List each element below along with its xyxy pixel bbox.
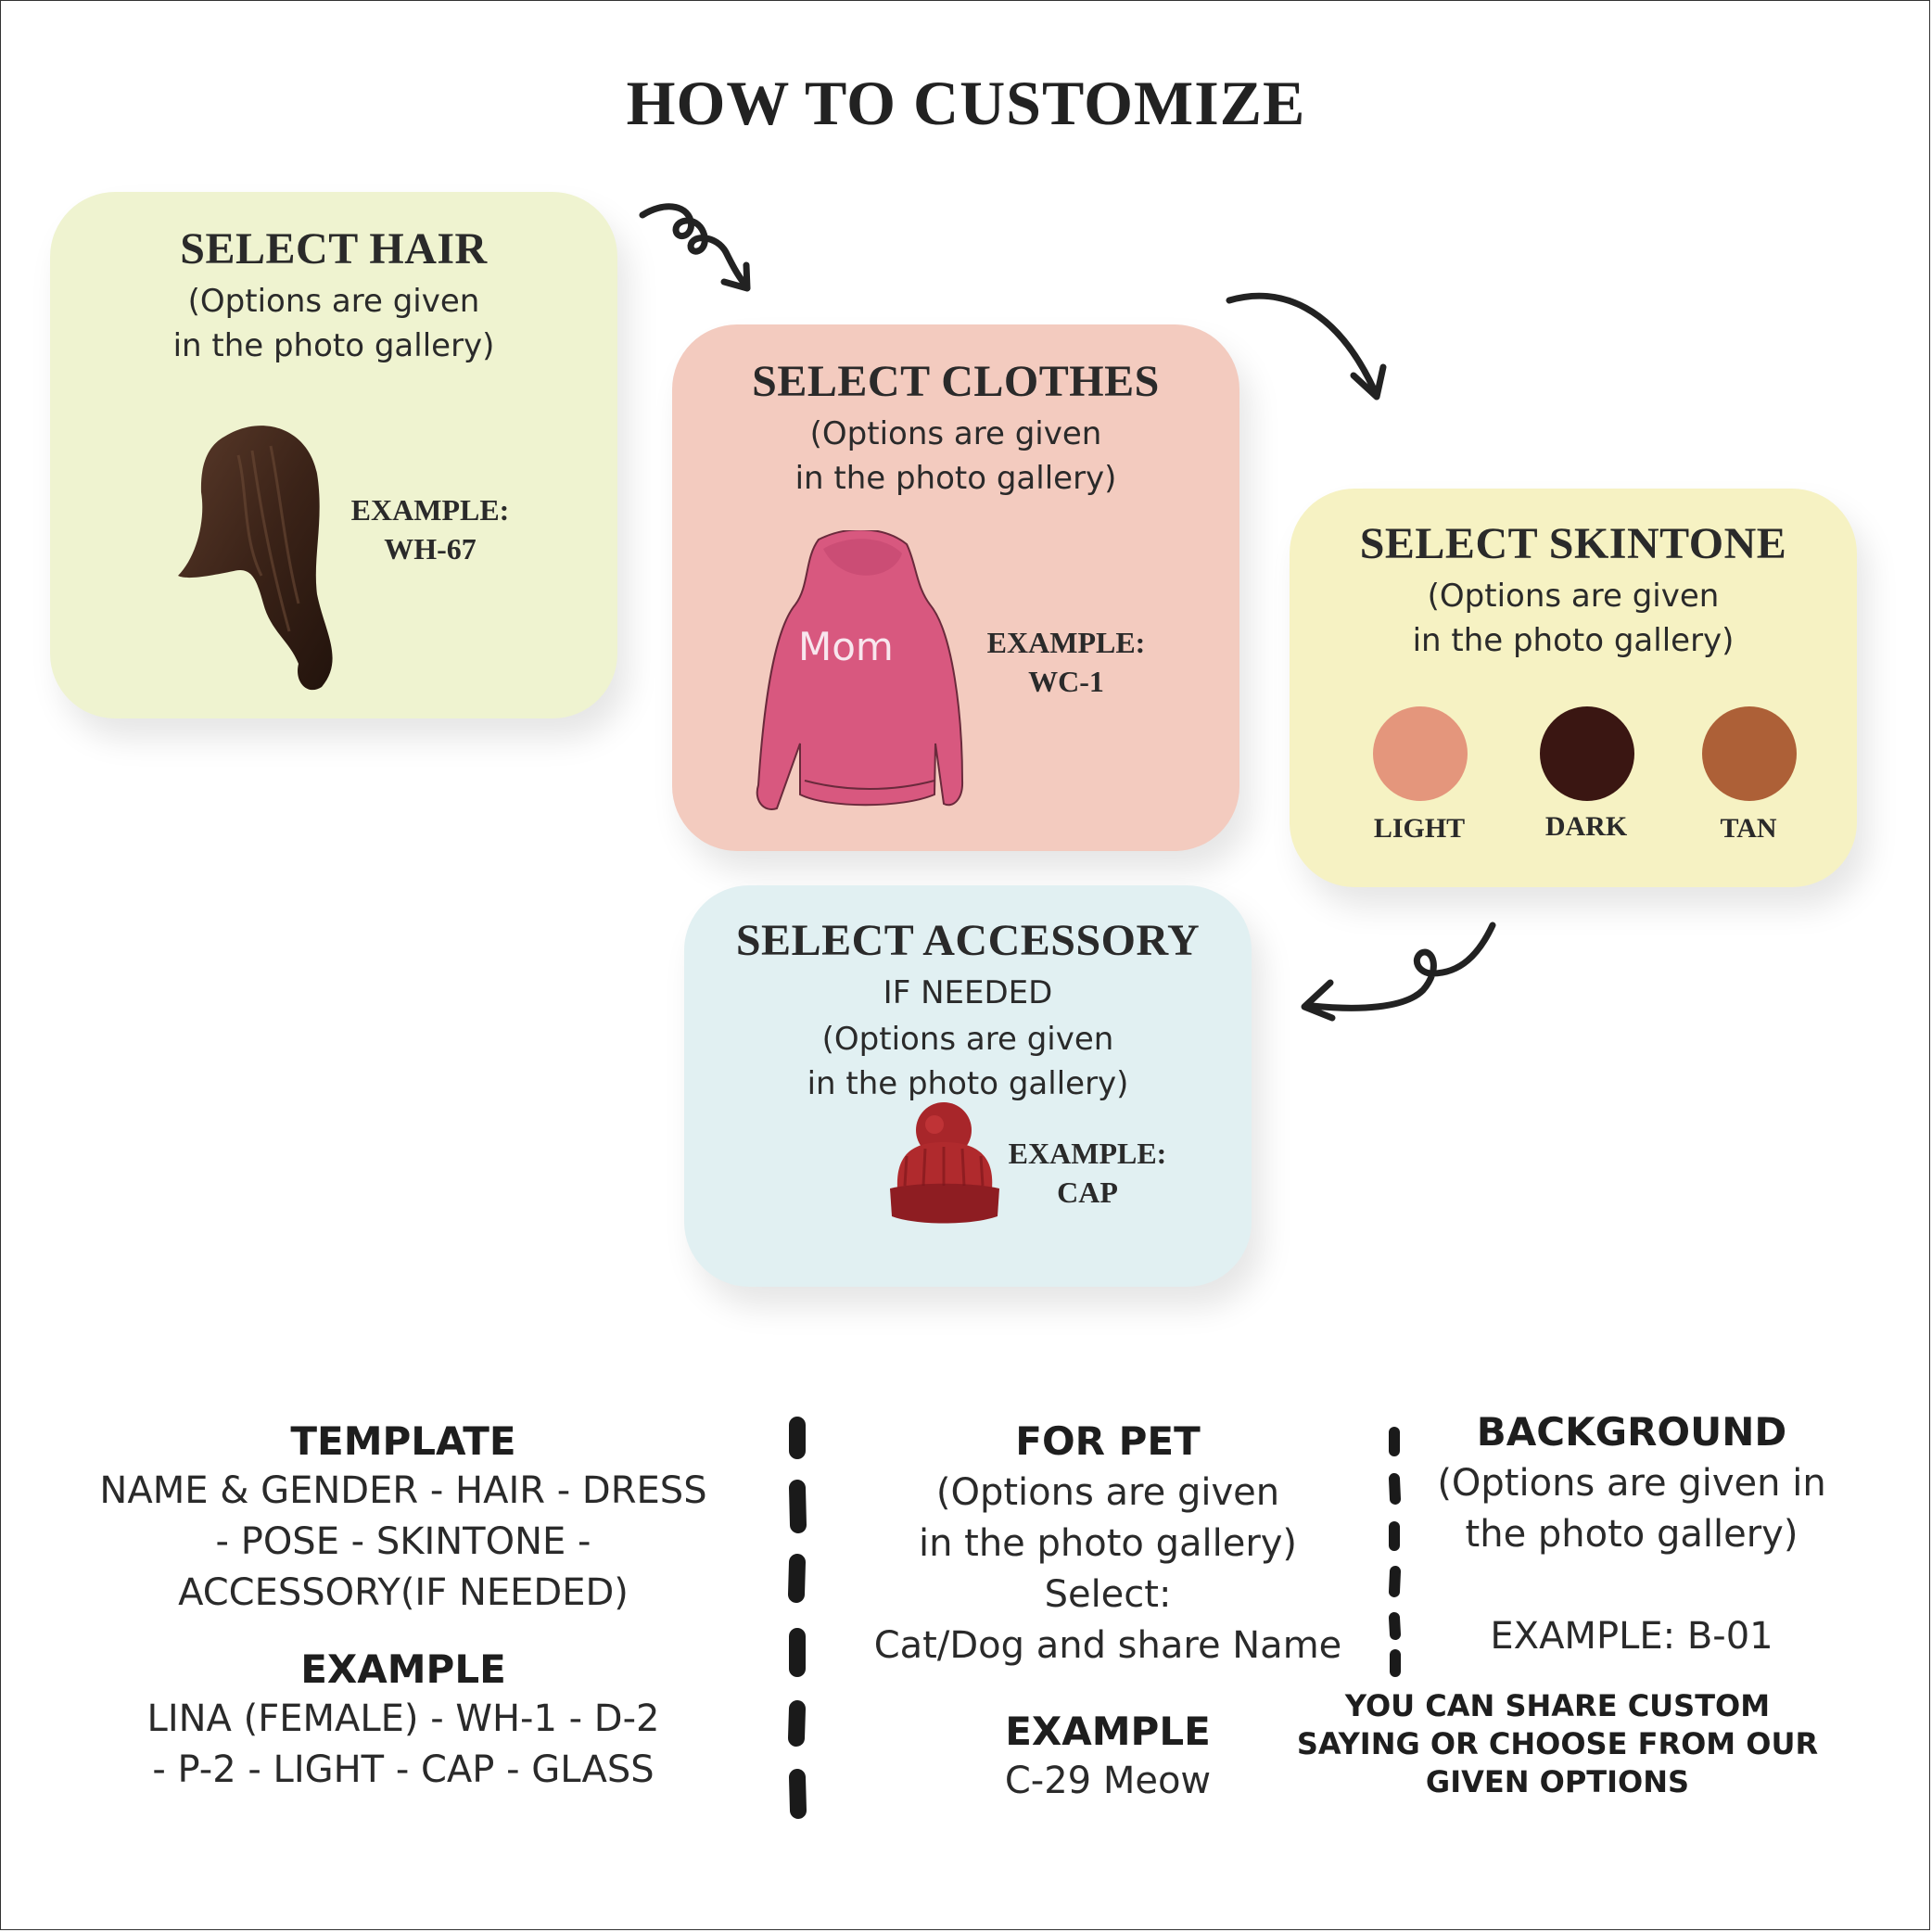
accessory-card-if-needed: IF NEEDED	[883, 974, 1053, 1011]
accessory-card: SELECT ACCESSORY IF NEEDED (Options are …	[684, 885, 1252, 1287]
pet-heading: FOR PET	[1015, 1418, 1201, 1464]
template-example-heading: EXAMPLE	[300, 1646, 506, 1692]
pet-example-value: C-29 Meow	[1004, 1760, 1212, 1802]
template-example-line-1: LINA (FEMALE) - WH-1 - D-2	[146, 1697, 660, 1740]
pet-line-1: (Options are given	[935, 1471, 1280, 1514]
clothes-card: SELECT CLOTHES (Options are given in the…	[672, 324, 1239, 851]
hair-card-subtitle-1: (Options are given	[187, 283, 480, 320]
accessory-card-title: SELECT ACCESSORY	[735, 916, 1201, 965]
hair-example: EXAMPLE: WH-67	[347, 490, 514, 568]
accessory-example-label: EXAMPLE:	[1008, 1137, 1167, 1170]
accessory-example-code: CAP	[1057, 1176, 1118, 1209]
curly-arrow-icon	[639, 203, 751, 292]
skintone-label-tan: TAN	[1720, 813, 1777, 844]
accessory-card-subtitle-1: (Options are given	[821, 1021, 1114, 1058]
background-section: BACKGROUND (Options are given in the pho…	[1418, 1409, 1845, 1662]
skintone-swatch-light[interactable]	[1373, 706, 1468, 801]
hair-card: SELECT HAIR (Options are given in the ph…	[50, 192, 617, 718]
clothes-example-code: WC-1	[1028, 665, 1104, 698]
pet-example-heading: EXAMPLE	[1005, 1709, 1211, 1754]
skintone-card-subtitle-2: in the photo gallery)	[1412, 622, 1735, 659]
skintone-card-subtitle-1: (Options are given	[1427, 578, 1720, 615]
hair-example-code: WH-67	[384, 532, 477, 566]
template-line-2: - POSE - SKINTONE -	[215, 1520, 591, 1563]
clothes-example-label: EXAMPLE:	[986, 626, 1146, 659]
clothes-card-subtitle-2: in the photo gallery)	[794, 460, 1117, 497]
skintone-swatch-tan[interactable]	[1702, 706, 1797, 801]
accessory-example: EXAMPLE: CAP	[1004, 1134, 1171, 1212]
background-note: YOU CAN SHARE CUSTOM SAYING OR CHOOSE FR…	[1279, 1687, 1836, 1801]
hair-card-subtitle-2: in the photo gallery)	[172, 327, 495, 364]
skintone-swatch-dark[interactable]	[1540, 706, 1634, 801]
skintone-label-dark: DARK	[1544, 811, 1628, 842]
hoodie-text: Mom	[798, 624, 894, 669]
background-note-line-2: SAYING OR CHOOSE FROM OUR	[1296, 1726, 1819, 1761]
curved-arrow-icon	[1226, 292, 1387, 400]
pet-line-4: Cat/Dog and share Name	[873, 1624, 1342, 1667]
separator-right	[1389, 1427, 1401, 1677]
background-note-line-3: GIVEN OPTIONS	[1425, 1764, 1690, 1799]
clothes-card-subtitle-1: (Options are given	[809, 415, 1102, 452]
skintone-card-title: SELECT SKINTONE	[1359, 519, 1787, 568]
cap-illustration	[890, 1102, 999, 1224]
template-example-line-2: - P-2 - LIGHT - CAP - GLASS	[152, 1748, 655, 1791]
skintone-label-light: LIGHT	[1373, 813, 1466, 844]
page-title: HOW TO CUSTOMIZE	[626, 68, 1306, 138]
background-line-1: (Options are given in	[1437, 1462, 1826, 1505]
template-line-1: NAME & GENDER - HAIR - DRESS	[99, 1469, 707, 1512]
wavy-arrow-icon	[1301, 922, 1496, 1022]
background-line-2: the photo gallery)	[1465, 1513, 1799, 1556]
background-note-line-1: YOU CAN SHARE CUSTOM	[1344, 1688, 1771, 1723]
separator-left	[788, 1417, 807, 1819]
hair-card-title: SELECT HAIR	[180, 224, 488, 273]
hoodie-illustration: Mom	[756, 530, 964, 810]
hair-illustration	[178, 426, 333, 691]
hair-example-label: EXAMPLE:	[350, 493, 510, 527]
background-example: EXAMPLE: B-01	[1490, 1615, 1773, 1658]
accessory-card-subtitle-2: in the photo gallery)	[807, 1065, 1129, 1102]
skintone-card: SELECT SKINTONE (Options are given in th…	[1290, 489, 1857, 887]
pet-line-2: in the photo gallery)	[918, 1522, 1298, 1565]
clothes-example: EXAMPLE: WC-1	[983, 623, 1150, 701]
pet-section: FOR PET (Options are given in the photo …	[834, 1418, 1381, 1807]
background-heading: BACKGROUND	[1476, 1409, 1787, 1455]
clothes-card-title: SELECT CLOTHES	[752, 357, 1160, 406]
pet-line-3: Select:	[1044, 1573, 1172, 1616]
template-section: TEMPLATE NAME & GENDER - HAIR - DRESS - …	[37, 1418, 769, 1796]
template-heading: TEMPLATE	[290, 1418, 516, 1464]
template-line-3: ACCESSORY(IF NEEDED)	[178, 1571, 629, 1614]
